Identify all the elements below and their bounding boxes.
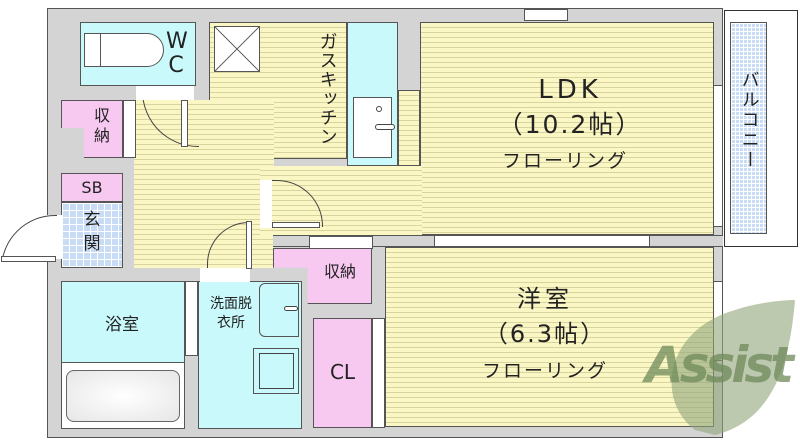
toilet-bowl bbox=[100, 33, 164, 67]
ldk-door-opening bbox=[260, 180, 272, 228]
ldk-size: （10.2帖） bbox=[497, 110, 643, 139]
faucet-icon bbox=[376, 106, 382, 112]
shoe-box bbox=[61, 173, 123, 202]
assist-logo-text: Assist bbox=[645, 336, 794, 394]
storage-1-label: 収納 bbox=[93, 106, 110, 145]
assist-logo: Assist bbox=[645, 300, 795, 440]
closet bbox=[313, 318, 372, 428]
wc-label: W C bbox=[166, 29, 188, 78]
ldk-room bbox=[420, 22, 714, 235]
washroom-label: 洗面脱衣所 bbox=[210, 296, 252, 331]
ventilation-box bbox=[214, 26, 260, 72]
western-room bbox=[385, 247, 714, 427]
entrance-label: 玄関 bbox=[83, 210, 101, 254]
washing-machine bbox=[253, 348, 299, 394]
storage-2-label: 収納 bbox=[323, 262, 356, 281]
closet-door[interactable] bbox=[372, 318, 385, 428]
sb-label: SB bbox=[81, 178, 103, 197]
bathroom-label: 浴室 bbox=[105, 315, 139, 335]
vanity-faucet-icon bbox=[284, 306, 298, 311]
bathroom-door[interactable] bbox=[185, 281, 198, 356]
wc-door-opening bbox=[136, 86, 194, 100]
ldk-door-leaf[interactable] bbox=[272, 222, 320, 228]
sliding-door[interactable] bbox=[434, 235, 650, 247]
ldk-window-top bbox=[524, 9, 568, 21]
balcony-label: バルコニー bbox=[738, 70, 760, 170]
ldk-name: LDK bbox=[538, 75, 602, 105]
balcony bbox=[730, 22, 767, 234]
ldk-window-right bbox=[713, 85, 723, 227]
washroom-door-opening bbox=[200, 268, 250, 282]
entrance-door-leaf[interactable] bbox=[1, 256, 56, 262]
storage-1-door bbox=[123, 100, 136, 158]
storage-2-door bbox=[309, 236, 373, 249]
western-name: 洋室 bbox=[517, 285, 573, 313]
western-size: （6.3帖） bbox=[483, 320, 607, 348]
wc-door-leaf[interactable] bbox=[181, 100, 188, 147]
bathtub-basin bbox=[66, 370, 180, 422]
western-floor-type: フローリング bbox=[481, 360, 608, 382]
assist-logo-icon bbox=[671, 300, 795, 435]
closet-label: CL bbox=[329, 360, 356, 384]
washing-machine-inner bbox=[259, 353, 294, 389]
kitchen-label: ガスキッチン bbox=[316, 32, 338, 146]
faucet-handle-icon bbox=[375, 124, 395, 130]
ldk-floor-type: フローリング bbox=[501, 150, 628, 172]
washroom-door-leaf[interactable] bbox=[246, 221, 252, 269]
entrance bbox=[61, 202, 123, 268]
counter-side bbox=[398, 90, 420, 166]
